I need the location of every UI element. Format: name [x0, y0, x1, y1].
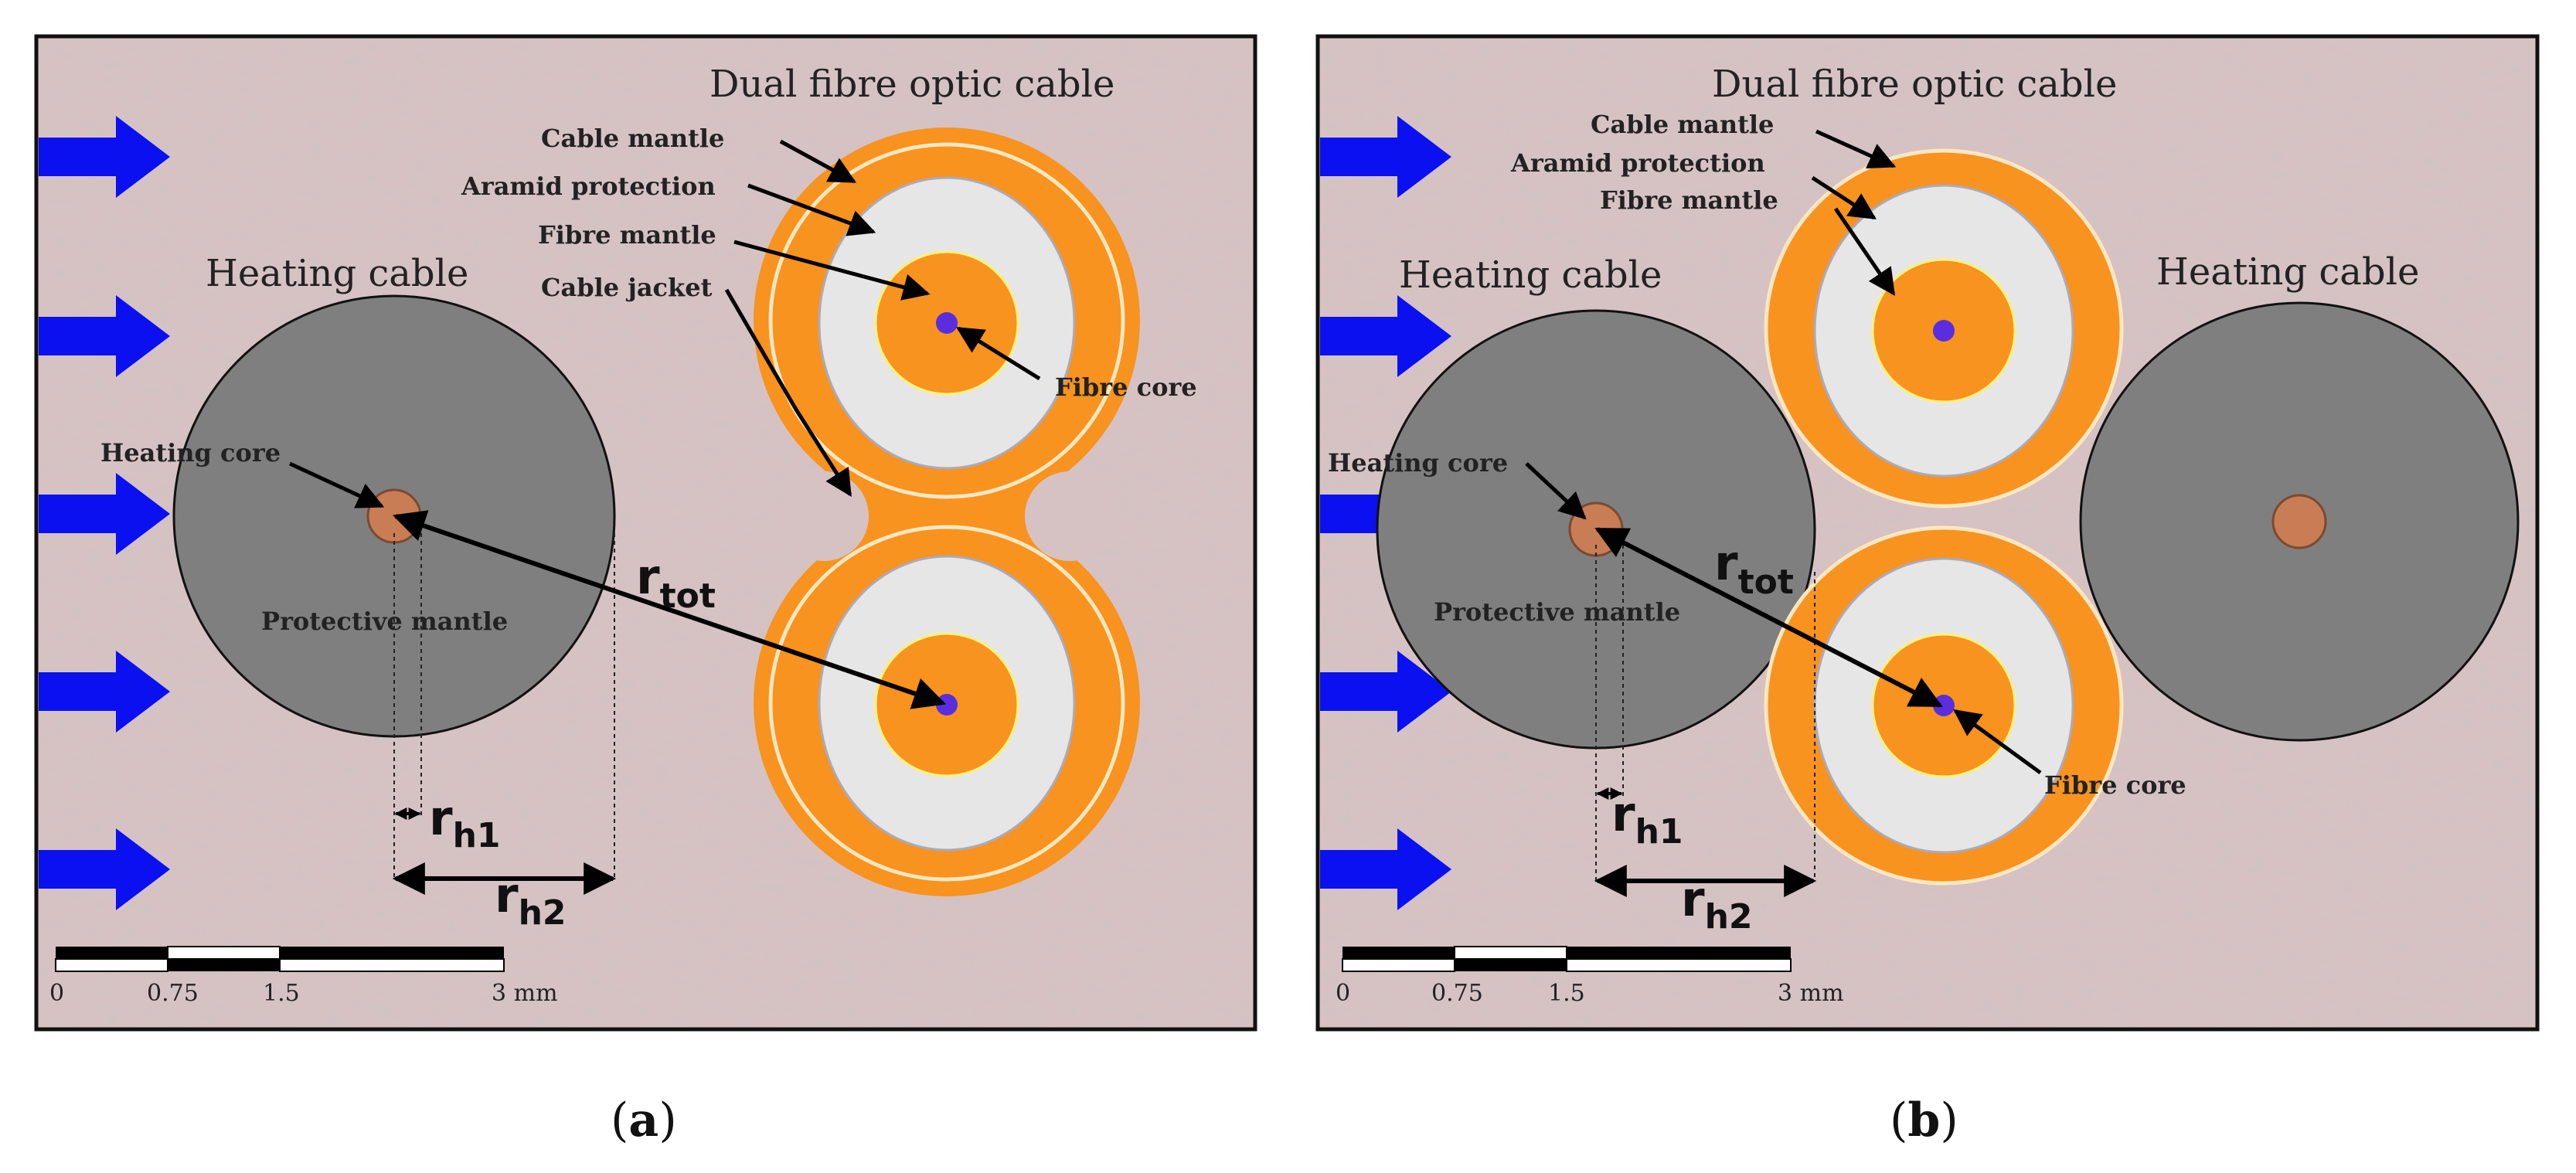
fibre-core-top	[1933, 320, 1955, 342]
r-tot-label: rtot	[636, 549, 716, 616]
dual-fibre-title: Dual fibre optic cable	[710, 63, 1114, 106]
fibre-core-label: Fibre core	[2044, 770, 2186, 800]
leader-arrows	[288, 139, 1041, 508]
panel-a: Dual fibre optic cable Heating cable Cab…	[34, 34, 1257, 1032]
heating-cable-label-left: Heating cable	[1399, 253, 1662, 297]
flow-arrow-icon	[39, 295, 170, 377]
leader-arrows	[1525, 129, 2042, 775]
flow-arrow-icon	[1320, 828, 1451, 910]
scale-bar	[1342, 946, 1792, 972]
scale-tick-075: 0.75	[1431, 980, 1483, 1007]
caption-a: (a)	[611, 1093, 677, 1148]
flow-arrow-icon	[1320, 116, 1451, 198]
flow-arrow-icon	[39, 473, 170, 555]
cable-mantle-label: Cable mantle	[541, 124, 724, 153]
fibre-mantle-label: Fibre mantle	[1600, 185, 1778, 215]
flow-arrow-icon	[39, 116, 170, 198]
scale-bar	[55, 946, 505, 972]
dual-fibre-cable	[1764, 148, 2124, 886]
cable-mantle-label: Cable mantle	[1591, 110, 1774, 139]
aramid-protection-label: Aramid protection	[1510, 148, 1765, 178]
dual-fibre-cable	[754, 128, 1140, 896]
r-tot-label: rtot	[1714, 535, 1794, 602]
flow-arrow-icon	[1320, 651, 1451, 733]
heating-core-right	[2271, 494, 2327, 549]
r-h1-label: rh1	[429, 790, 501, 855]
flow-arrow-icon	[39, 828, 170, 910]
r-h2-label: rh2	[1681, 871, 1753, 937]
r-tot-arrow	[1594, 527, 1943, 708]
flow-arrows	[39, 116, 170, 910]
fibre-core-bottom	[936, 694, 958, 716]
aramid-protection-label: Aramid protection	[461, 172, 716, 201]
cable-jacket-notch-left	[779, 471, 869, 561]
scale-tick-0: 0	[49, 980, 64, 1007]
r-h2-label: rh2	[495, 867, 567, 933]
scale-tick-075: 0.75	[147, 980, 199, 1007]
fibre-core-label: Fibre core	[1055, 372, 1197, 402]
cable-jacket-notch-right	[1025, 471, 1114, 561]
scale-tick-0: 0	[1336, 980, 1350, 1007]
dual-fibre-title: Dual fibre optic cable	[1712, 63, 2117, 106]
heating-core-label: Heating core	[1328, 448, 1508, 478]
caption-b: (b)	[1890, 1093, 1958, 1148]
cable-jacket-label: Cable jacket	[541, 273, 713, 302]
heating-cable-label: Heating cable	[206, 252, 468, 295]
scale-tick-3mm: 3 mm	[492, 980, 558, 1007]
protective-mantle-label: Protective mantle	[261, 607, 508, 636]
heating-core-label: Heating core	[100, 438, 281, 468]
scale-tick-3mm: 3 mm	[1778, 980, 1844, 1007]
fibre-mantle-label: Fibre mantle	[538, 220, 716, 250]
r-tot-arrow	[393, 510, 946, 709]
flow-arrow-icon	[39, 651, 170, 733]
panel-b: Dual fibre optic cable Heating cable Hea…	[1315, 34, 2540, 1032]
scale-tick-15: 1.5	[263, 980, 300, 1007]
fibre-core-top	[936, 312, 958, 334]
heating-cable-label-right: Heating cable	[2156, 250, 2419, 294]
r-h1-label: rh1	[1611, 786, 1683, 852]
protective-mantle-label: Protective mantle	[1434, 597, 1680, 627]
flow-arrow-icon	[1320, 295, 1451, 377]
scale-tick-15: 1.5	[1548, 980, 1585, 1007]
